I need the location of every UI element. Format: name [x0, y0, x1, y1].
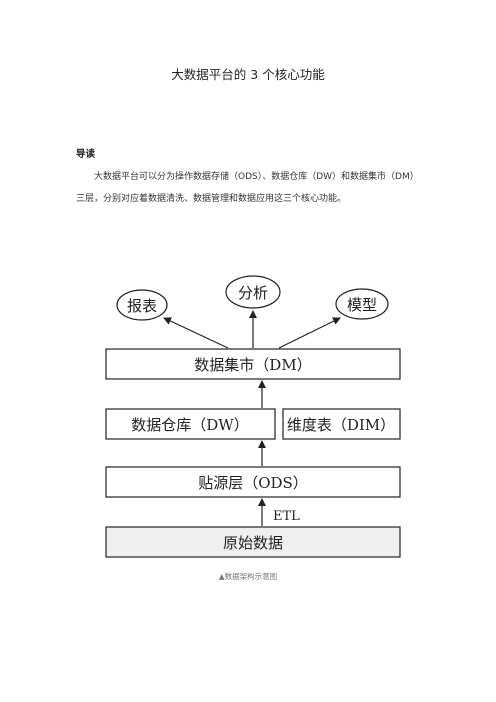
dim-layer-label: 维度表（DIM） — [287, 416, 395, 434]
diagram-caption: ▲数据架构示意图 — [218, 572, 278, 581]
arrow-dm-to-model — [278, 317, 341, 349]
document-title: 大数据平台的 3 个核心功能 — [171, 67, 325, 82]
model-label: 模型 — [347, 296, 377, 314]
dw-layer-label: 数据仓库（DW） — [131, 416, 248, 434]
ods-layer-box: 贴源层（ODS） — [105, 466, 401, 498]
dw-layer-box: 数据仓库（DW） — [105, 408, 276, 440]
dm-layer-label: 数据集市（DM） — [194, 356, 311, 374]
analysis-node: 分析 — [225, 275, 281, 309]
arrow-dm-to-report — [163, 317, 229, 349]
model-node: 模型 — [335, 288, 389, 320]
intro-paragraph: 大数据平台可以分为操作数据存储（ODS）、数据仓库（DW）和数据集市（DM）三层… — [76, 172, 419, 204]
dim-layer-box: 维度表（DIM） — [282, 408, 401, 440]
analysis-label: 分析 — [238, 284, 268, 302]
report-node: 报表 — [116, 289, 168, 321]
report-label: 报表 — [127, 297, 157, 315]
raw-data-label: 原始数据 — [223, 534, 283, 552]
section-heading: 导读 — [76, 149, 96, 160]
etl-label: ETL — [273, 509, 300, 524]
dm-layer-box: 数据集市（DM） — [105, 348, 401, 380]
raw-data-box: 原始数据 — [105, 526, 401, 558]
ods-layer-label: 贴源层（ODS） — [198, 474, 308, 492]
